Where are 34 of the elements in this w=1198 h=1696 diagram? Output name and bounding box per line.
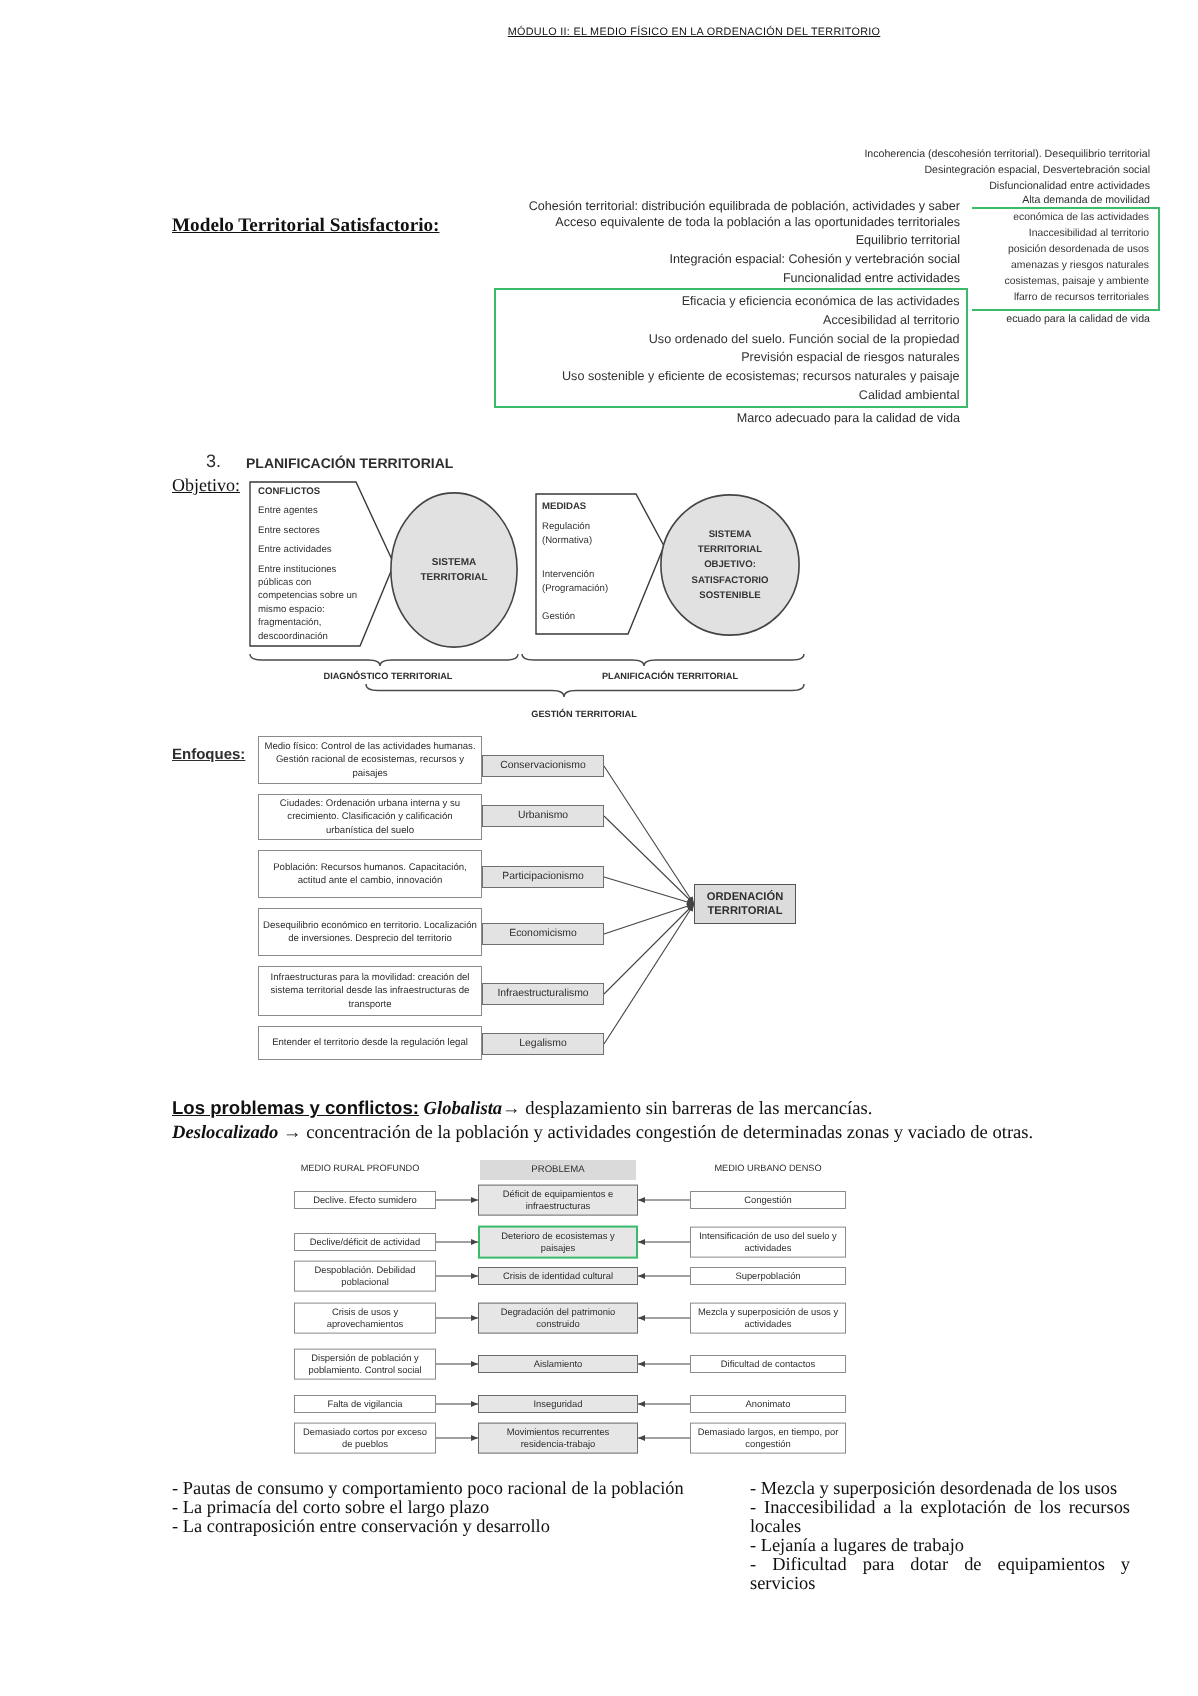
- arrow: [435, 1434, 479, 1442]
- highlight-frame: [972, 207, 1160, 311]
- arrow: [603, 815, 695, 905]
- bullet-item: - Inaccesibilidad a la explotación de los recursos locales: [750, 1498, 1130, 1536]
- arrow: [637, 1434, 691, 1442]
- arrow: [637, 1196, 691, 1204]
- section-heading: Modelo Territorial Satisfactorio:: [172, 214, 440, 238]
- bullet-item: - La primacía del corto sobre el largo plazo: [172, 1497, 490, 1517]
- paragraph: Deslocalizado → concentración de la población y actividades congestión de determinadas zonas y vaciado de otras.: [172, 1120, 1036, 1146]
- arrow: [603, 903, 695, 935]
- bullet-item: - La contraposición entre conservación y desarrollo: [172, 1516, 550, 1536]
- arrow: [435, 1400, 479, 1408]
- arrow: [603, 903, 695, 1045]
- arrow: [435, 1360, 479, 1368]
- section-number: 3.: [206, 451, 221, 473]
- bullet-item: - Dificultad para dotar de equipamientos y servicios: [750, 1555, 1130, 1593]
- paragraph: Los problemas y conflictos: Globalista→ desplazamiento sin barreras de las mercancías.: [172, 1095, 875, 1122]
- arrow: [435, 1314, 479, 1322]
- arrow: [637, 1360, 691, 1368]
- arrow: [637, 1400, 691, 1408]
- arrow: [603, 765, 695, 905]
- bullet-item: - Lejanía a lugares de trabajo: [750, 1536, 964, 1555]
- bullet-item: - Mezcla y superposición desordenada de los usos: [750, 1479, 1118, 1498]
- arrow: [637, 1238, 691, 1246]
- arrow: [603, 876, 695, 905]
- field-label: Objetivo:: [172, 475, 240, 497]
- arrow: [435, 1238, 479, 1246]
- arrow: [435, 1196, 479, 1204]
- arrow: [603, 903, 695, 995]
- arrow: [637, 1314, 691, 1322]
- arrow: [435, 1272, 479, 1280]
- arrow: [637, 1272, 691, 1280]
- highlight-frame: [494, 288, 968, 408]
- bullet-item: - Pautas de consumo y comportamiento poco racional de la población: [172, 1479, 684, 1498]
